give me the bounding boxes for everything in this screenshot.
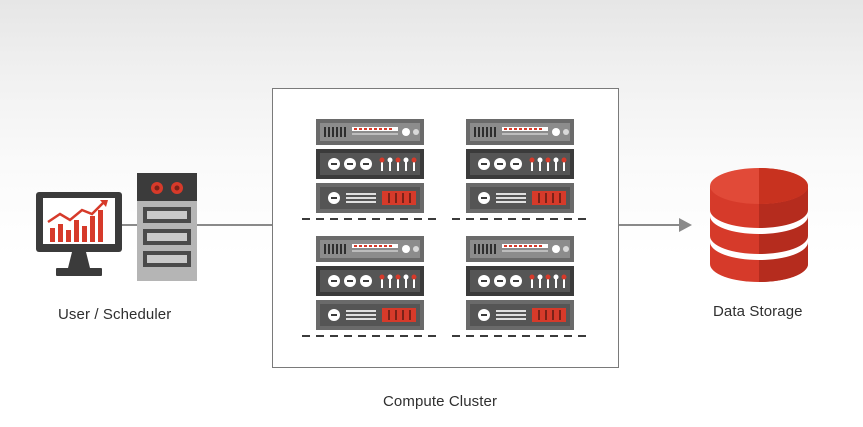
connector-cluster-to-storage [619, 224, 679, 226]
database-icon [706, 166, 812, 284]
server-rack-icon [452, 117, 592, 223]
server-rack-icon [302, 234, 442, 340]
data-storage-label: Data Storage [713, 303, 803, 320]
compute-cluster-label: Compute Cluster [383, 393, 498, 410]
server-rack-icon [302, 117, 442, 223]
arrow-head-icon [679, 218, 692, 232]
server-rack-icon [452, 234, 592, 340]
monitor-chart-icon [34, 190, 126, 282]
connector-user-to-cluster [122, 224, 273, 226]
user-scheduler-label: User / Scheduler [58, 306, 172, 323]
tower-server-icon [135, 171, 199, 283]
